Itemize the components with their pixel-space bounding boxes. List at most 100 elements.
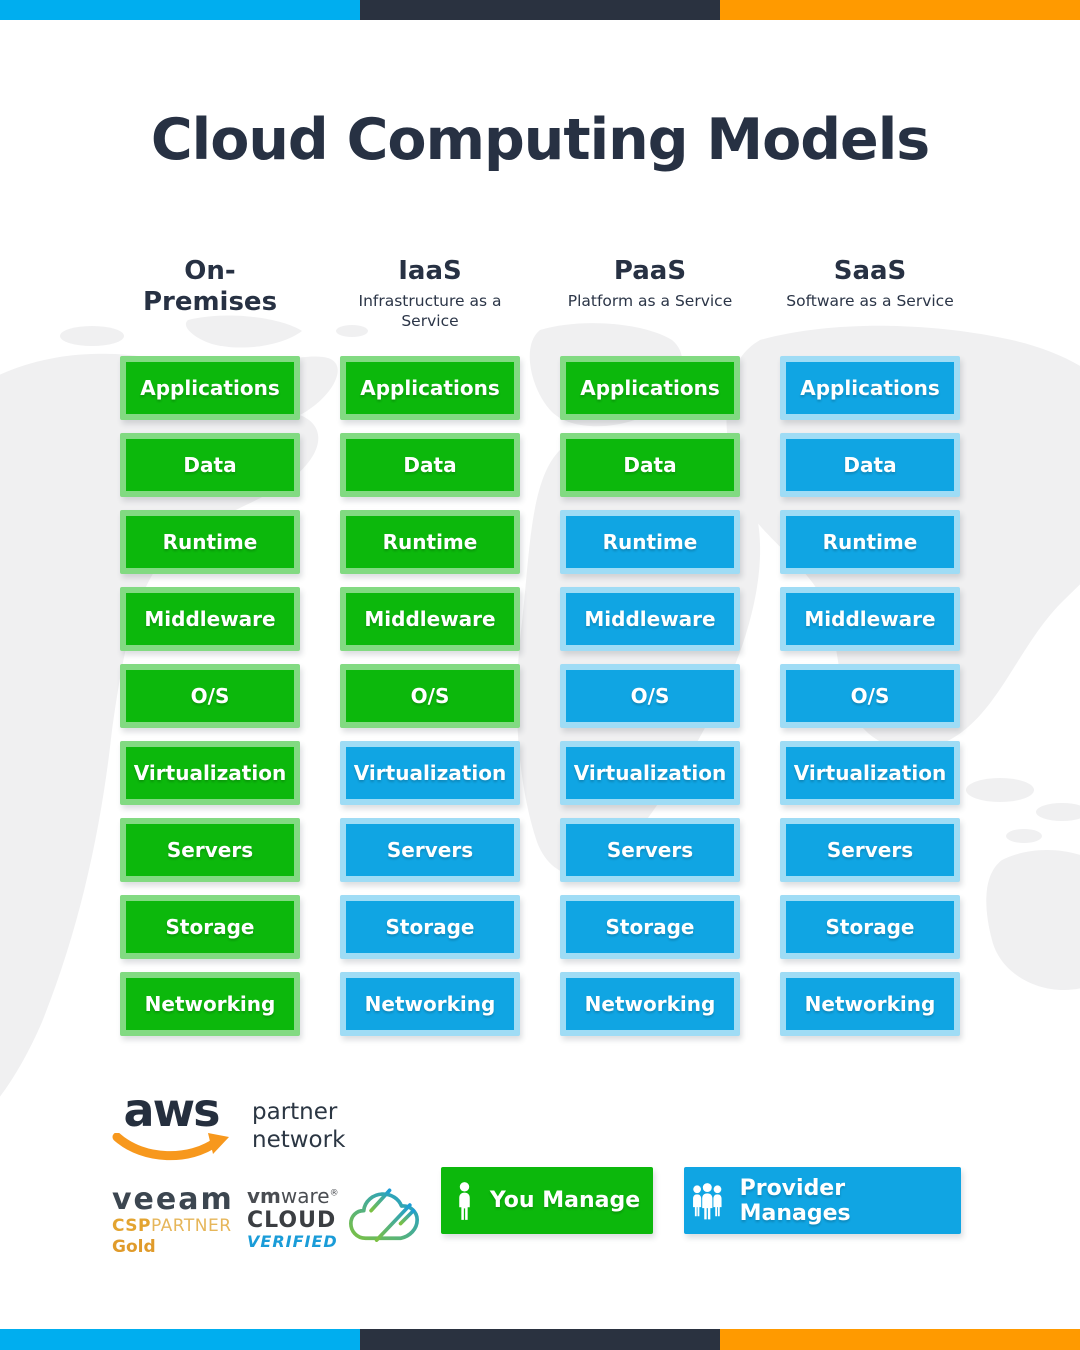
- stack-box-label: Networking: [804, 992, 936, 1016]
- top-bar-orange-segment: [720, 0, 1080, 20]
- column-saas: SaaS Software as a Service Applications …: [780, 256, 960, 1049]
- aws-wordmark-text: aws: [123, 1083, 221, 1137]
- vmware-cloud-line: CLOUD: [247, 1207, 337, 1233]
- stack-box-applications: Applications: [780, 356, 960, 420]
- stack-box-runtime: Runtime: [120, 510, 300, 574]
- people-icon: [693, 1182, 722, 1219]
- stack-box-os: O/S: [560, 664, 740, 728]
- stack-box-label: Data: [623, 453, 677, 477]
- veeam-program-partner: PARTNER: [151, 1215, 232, 1236]
- veeam-wordmark: veeam: [112, 1182, 234, 1217]
- column-title: On-Premises: [142, 256, 278, 318]
- stack-box-label: O/S: [190, 684, 230, 708]
- vmware-brand-bold: vm: [247, 1183, 281, 1208]
- column-subtitle: Platform as a Service: [567, 292, 733, 311]
- veeam-program-csp: CSP: [112, 1215, 151, 1236]
- stack-box-data: Data: [780, 433, 960, 497]
- top-accent-bar: [0, 0, 1080, 20]
- stack-box-virtualization: Virtualization: [340, 741, 520, 805]
- column-header: IaaS Infrastructure as a Service: [340, 256, 520, 356]
- stack-box-label: Applications: [360, 376, 500, 400]
- column-header: PaaS Platform as a Service: [560, 256, 740, 356]
- stack-box-label: Virtualization: [133, 761, 287, 785]
- legend-provider-label: Provider Manages: [739, 1175, 851, 1226]
- stack-box-networking: Networking: [780, 972, 960, 1036]
- column-on-premises: On-Premises Applications Data Runtime Mi…: [120, 256, 300, 1049]
- column-subtitle: Software as a Service: [786, 292, 954, 311]
- stack-box-storage: Storage: [780, 895, 960, 959]
- bottom-accent-bar: [0, 1329, 1080, 1350]
- stack-box-storage: Storage: [560, 895, 740, 959]
- stack-box-label: Middleware: [144, 607, 276, 631]
- stack-box-virtualization: Virtualization: [120, 741, 300, 805]
- stack-box-label: Middleware: [804, 607, 936, 631]
- stack-box-os: O/S: [780, 664, 960, 728]
- stack-box-data: Data: [340, 433, 520, 497]
- column-title: SaaS: [833, 256, 907, 286]
- veeam-csp-partner-logo: veeam CSPPARTNER Gold: [112, 1184, 234, 1258]
- column-paas: PaaS Platform as a Service Applications …: [560, 256, 740, 1049]
- column-title: PaaS: [613, 256, 687, 286]
- aws-partner-network-logo: aws partner network: [112, 1083, 345, 1163]
- stack-box-runtime: Runtime: [780, 510, 960, 574]
- vmware-verified-line: VERIFIED: [247, 1231, 338, 1251]
- stack-box-label: Data: [403, 453, 457, 477]
- stack-box-label: Runtime: [382, 530, 478, 554]
- stack-box-data: Data: [120, 433, 300, 497]
- stack-box-middleware: Middleware: [560, 587, 740, 651]
- stack-box-applications: Applications: [340, 356, 520, 420]
- stack-box-virtualization: Virtualization: [780, 741, 960, 805]
- aws-caption: partner network: [252, 1099, 345, 1154]
- column-header: SaaS Software as a Service: [780, 256, 960, 356]
- legend-you-manage: You Manage: [441, 1167, 653, 1234]
- stack-box-label: O/S: [410, 684, 450, 708]
- aws-caption-line1: partner: [252, 1099, 338, 1126]
- aws-wordmark: aws: [112, 1083, 230, 1163]
- stack-box-os: O/S: [340, 664, 520, 728]
- stack-box-label: Storage: [825, 915, 915, 939]
- stack-box-storage: Storage: [120, 895, 300, 959]
- stack-box-servers: Servers: [780, 818, 960, 882]
- bottom-bar-dark-segment: [360, 1329, 720, 1350]
- bottom-bar-orange-segment: [720, 1329, 1080, 1350]
- stack-box-applications: Applications: [560, 356, 740, 420]
- stack-box-servers: Servers: [340, 818, 520, 882]
- stack-box-runtime: Runtime: [560, 510, 740, 574]
- stack-box-label: Servers: [606, 838, 694, 862]
- stack-box-label: Storage: [165, 915, 255, 939]
- stack-box-label: Networking: [144, 992, 276, 1016]
- aws-caption-line2: network: [252, 1126, 346, 1153]
- stack-box-label: Middleware: [584, 607, 716, 631]
- stack-box-label: Runtime: [822, 530, 918, 554]
- stack-box-networking: Networking: [560, 972, 740, 1036]
- stack-box-label: Virtualization: [793, 761, 947, 785]
- top-bar-dark-segment: [360, 0, 720, 20]
- top-bar-blue-segment: [0, 0, 360, 20]
- stack-box-label: Runtime: [602, 530, 698, 554]
- vmware-brand-line: vmware®: [247, 1183, 339, 1208]
- person-icon: [459, 1181, 470, 1220]
- legend-provider-manages: Provider Manages: [684, 1167, 961, 1234]
- stack-box-storage: Storage: [340, 895, 520, 959]
- column-subtitle: Infrastructure as a Service: [358, 292, 502, 331]
- stack-box-networking: Networking: [340, 972, 520, 1036]
- stack-box-label: Networking: [364, 992, 496, 1016]
- column-header: On-Premises: [120, 256, 300, 356]
- stack-box-middleware: Middleware: [120, 587, 300, 651]
- stack-box-label: O/S: [850, 684, 890, 708]
- stack-box-label: Storage: [605, 915, 695, 939]
- stack-box-applications: Applications: [120, 356, 300, 420]
- stack-box-label: O/S: [630, 684, 670, 708]
- stack-box-label: Applications: [580, 376, 720, 400]
- stack-box-data: Data: [560, 433, 740, 497]
- stack-box-networking: Networking: [120, 972, 300, 1036]
- stack-box-label: Applications: [800, 376, 940, 400]
- stack-box-servers: Servers: [120, 818, 300, 882]
- column-iaas: IaaS Infrastructure as a Service Applica…: [340, 256, 520, 1049]
- vmware-logo-text: vmware® CLOUD VERIFIED: [247, 1183, 339, 1252]
- stack-box-runtime: Runtime: [340, 510, 520, 574]
- stack-box-label: Storage: [385, 915, 475, 939]
- page-title: Cloud Computing Models: [150, 107, 930, 173]
- stack-box-label: Servers: [166, 838, 254, 862]
- stack-box-label: Servers: [386, 838, 474, 862]
